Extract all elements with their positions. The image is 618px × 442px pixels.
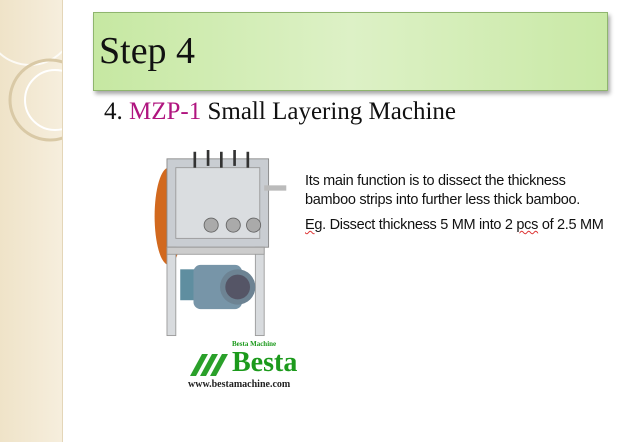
decorative-side-strip (0, 0, 63, 442)
subtitle-number: 4. (104, 98, 123, 125)
example-mid: . Dissect thickness 5 MM into 2 (322, 217, 517, 233)
example-pcs: pcs (516, 217, 539, 233)
example-end: of 2.5 MM (538, 217, 604, 233)
description-text: Its main function is to dissect the thic… (305, 172, 605, 241)
description-paragraph: Its main function is to dissect the thic… (305, 173, 581, 208)
logo-tagline: Besta Machine (232, 340, 277, 348)
bamboo-logo-icon (190, 354, 228, 376)
machine-image (154, 150, 287, 337)
slide-title: Step 4 (99, 30, 196, 72)
decorative-circles-icon (0, 50, 62, 142)
besta-logo: Besta Machine Besta www.bestamachine.com (188, 340, 318, 392)
subtitle-text: Small Layering Machine (207, 98, 457, 125)
example-paragraph: Eg. Dissect thickness 5 MM into 2 pcs of… (305, 216, 605, 235)
example-prefix: Eg (305, 217, 323, 233)
logo-url: www.bestamachine.com (188, 379, 291, 390)
model-name: MZP-1 (129, 98, 202, 125)
title-box: Step 4 (93, 12, 608, 91)
logo-brand: Besta (232, 347, 298, 378)
slide-subtitle: 4. MZP-1 Small Layering Machine (104, 97, 456, 127)
